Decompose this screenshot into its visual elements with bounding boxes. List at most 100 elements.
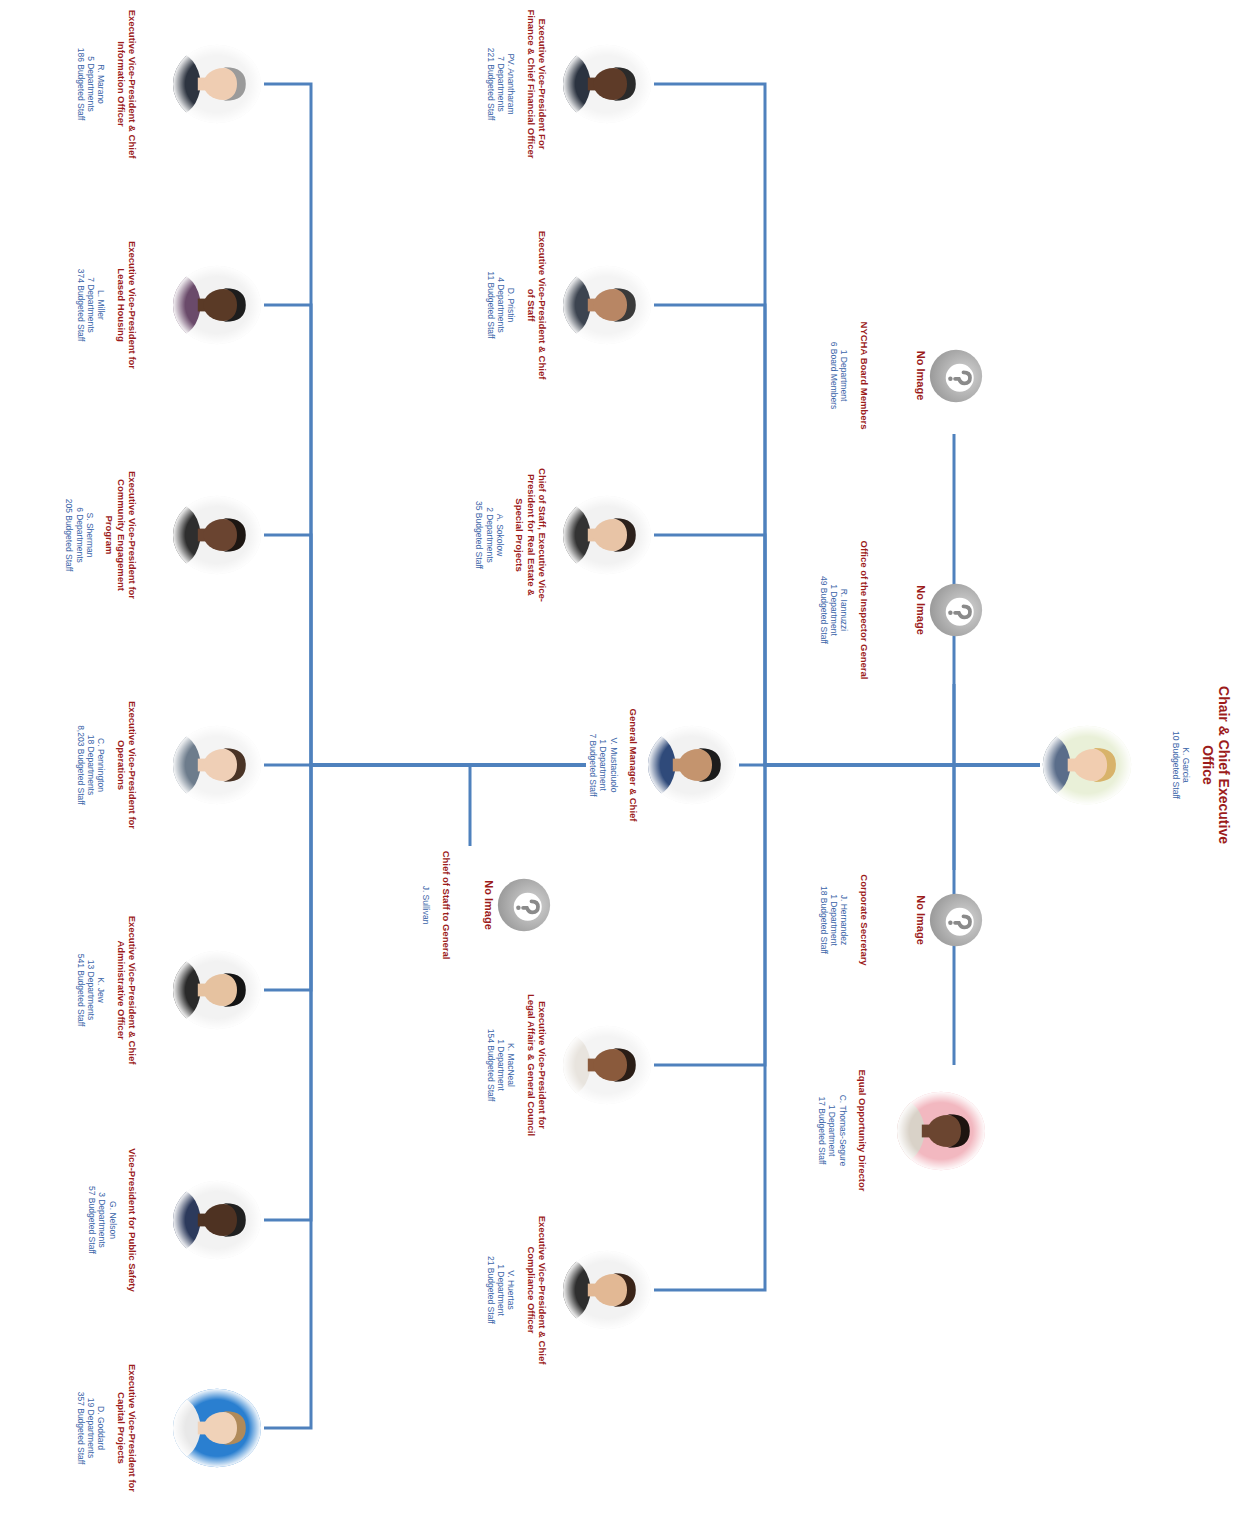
- no-image-label: No Image: [914, 874, 927, 966]
- photo-background: [172, 725, 262, 805]
- org-node: Executive Vice-President for Community E…: [62, 455, 264, 615]
- position-title: Executive Vice-President for Capital Pro…: [115, 1352, 138, 1504]
- position-detail: 154 Budgeted Staff: [486, 989, 496, 1141]
- position-detail: 21 Budgeted Staff: [486, 1214, 496, 1366]
- photo-vignette: [897, 1091, 985, 1169]
- position-title: Executive Vice-President For Finance & C…: [525, 8, 548, 160]
- portrait: [172, 950, 262, 1030]
- photo-vignette: [563, 266, 651, 344]
- no-image-placeholder: [928, 348, 984, 404]
- position-detail: J. Sullivan: [421, 850, 431, 960]
- position-detail: D. Pristin: [506, 229, 516, 381]
- question-dot: [948, 921, 952, 925]
- reporting-line: [954, 765, 1040, 1065]
- no-image-label: No Image: [914, 540, 927, 680]
- position-title: Executive Vice-President & Chief of Staf…: [525, 229, 548, 381]
- photo-vignette: [173, 496, 261, 574]
- org-node: Executive Vice-President for OperationsC…: [74, 685, 264, 845]
- position-detail: V. Mustaciuolo: [608, 708, 618, 822]
- position-title: Executive Vice-President for Leased Hous…: [115, 229, 138, 381]
- position-detail: C. Pennington: [96, 689, 106, 841]
- position-title: Office of the Inspector General: [858, 540, 869, 680]
- photo-background: [896, 1091, 986, 1171]
- photo-vignette: [173, 726, 261, 804]
- position-detail: 18 Budgeted Staff: [819, 874, 829, 966]
- no-image-label: No Image: [914, 321, 927, 430]
- photo-vignette: [173, 45, 261, 123]
- position-detail: 1 Department: [496, 1214, 506, 1366]
- position-detail: S. Sherman: [85, 459, 95, 611]
- org-node: No ImageChief of Staff to GeneralJ. Sull…: [419, 846, 554, 964]
- portrait-photo: [562, 265, 652, 345]
- position-detail: V. Huertas: [506, 1214, 516, 1366]
- position-detail: 49 Budgeted Staff: [819, 540, 829, 680]
- position-detail: 8,203 Budgeted Staff: [76, 689, 86, 841]
- portrait: [172, 725, 262, 805]
- photo-background: [172, 44, 262, 124]
- position-detail: 19 Departments: [86, 1352, 96, 1504]
- question-dot: [948, 611, 952, 615]
- position-detail: 17 Budgeted Staff: [817, 1069, 827, 1192]
- position-detail: K. Garcia: [1181, 674, 1191, 856]
- position-detail: G. Nelson: [107, 1148, 117, 1292]
- placeholder-circle: [498, 879, 550, 931]
- position-detail: 1 Department: [827, 1069, 837, 1192]
- position-detail: C. Thomas-Segure: [837, 1069, 847, 1192]
- portrait: [172, 1388, 262, 1468]
- photo-vignette: [563, 45, 651, 123]
- position-detail: K. Jew: [96, 914, 106, 1066]
- photo-vignette: [1043, 726, 1131, 805]
- position-detail: A. Sokolow: [495, 459, 505, 611]
- question-mark: [523, 901, 538, 912]
- portrait: [562, 265, 652, 345]
- position-detail: 6 Departments: [74, 459, 84, 611]
- photo-vignette: [563, 1251, 651, 1329]
- position-detail: 2 Departments: [484, 459, 494, 611]
- position-title: General Manager & Chief: [628, 708, 639, 822]
- portrait: [647, 725, 737, 805]
- position-detail: 18 Departments: [86, 689, 96, 841]
- portrait: [172, 495, 262, 575]
- no-image-placeholder: [496, 877, 552, 933]
- position-detail: 6 Board Members: [829, 321, 839, 430]
- question-mark: [955, 916, 970, 927]
- position-title: Executive Vice-President & Chief Complia…: [525, 1214, 548, 1366]
- reporting-line: [264, 84, 586, 765]
- position-detail: 5 Departments: [86, 8, 96, 160]
- portrait-photo: [172, 1388, 262, 1468]
- position-title: NYCHA Board Members: [858, 321, 869, 430]
- position-title: Chair & Chief Executive Office: [1200, 674, 1232, 856]
- position-detail: 541 Budgeted Staff: [76, 914, 86, 1066]
- photo-vignette: [173, 266, 261, 344]
- question-bubble: [946, 598, 974, 626]
- photo-vignette: [563, 496, 651, 574]
- portrait: [172, 44, 262, 124]
- position-title: Corporate Secretary: [858, 874, 869, 966]
- photo-vignette: [173, 951, 261, 1029]
- photo-background: [172, 1388, 262, 1468]
- position-detail: 7 Departments: [86, 229, 96, 381]
- photo-background: [1042, 725, 1132, 805]
- org-node: Executive Vice-President & Chief Complia…: [484, 1210, 654, 1370]
- question-bubble: [946, 908, 974, 936]
- portrait-photo: [172, 950, 262, 1030]
- question-mark: [955, 606, 970, 617]
- position-detail: K. MacNeal: [506, 989, 516, 1141]
- question-dot: [948, 376, 952, 380]
- portrait-photo: [562, 1025, 652, 1105]
- org-node: Vice-President for Public SafetyG. Nelso…: [85, 1144, 264, 1296]
- position-detail: 1 Department: [496, 989, 506, 1141]
- no-image-icon: [928, 892, 984, 948]
- position-detail: L. Miller: [96, 229, 106, 381]
- portrait: [562, 1025, 652, 1105]
- org-node: Executive Vice-President For Finance & C…: [484, 4, 654, 164]
- position-detail: 3 Departments: [97, 1148, 107, 1292]
- question-dot: [516, 906, 520, 910]
- position-title: Chief of Staff, Executive Vice-President…: [514, 459, 548, 611]
- portrait: [172, 265, 262, 345]
- placeholder-circle: [930, 349, 982, 401]
- reporting-line: [654, 765, 1040, 1290]
- position-title: Executive Vice-President & Chief Adminis…: [115, 914, 138, 1066]
- portrait-photo: [172, 495, 262, 575]
